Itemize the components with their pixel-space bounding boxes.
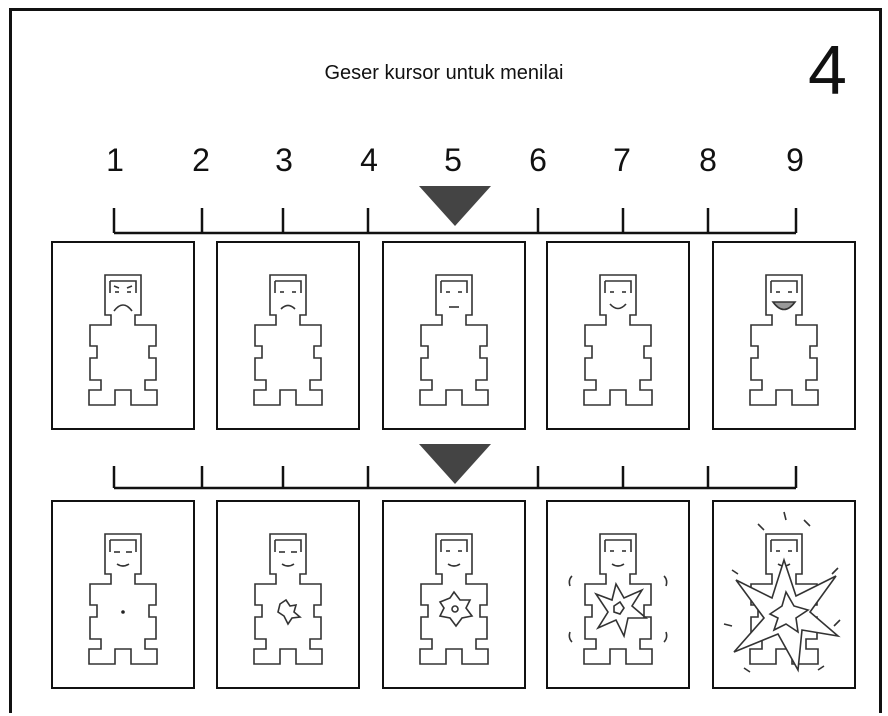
valence-figure-very-happy[interactable] xyxy=(712,241,856,430)
valence-figure-very-unhappy[interactable] xyxy=(51,241,195,430)
valence-figure-unhappy[interactable] xyxy=(216,241,360,430)
valence-figure-happy[interactable] xyxy=(546,241,690,430)
valence-cursor[interactable] xyxy=(419,186,491,226)
arousal-figure-calm[interactable] xyxy=(216,500,360,689)
arousal-figure-very-calm[interactable] xyxy=(51,500,195,689)
arousal-figure-very-excited[interactable] xyxy=(712,500,856,689)
arousal-figure-excited[interactable] xyxy=(546,500,690,689)
arousal-cursor[interactable] xyxy=(419,444,491,484)
valence-figure-neutral[interactable] xyxy=(382,241,526,430)
arousal-figure-moderate[interactable] xyxy=(382,500,526,689)
